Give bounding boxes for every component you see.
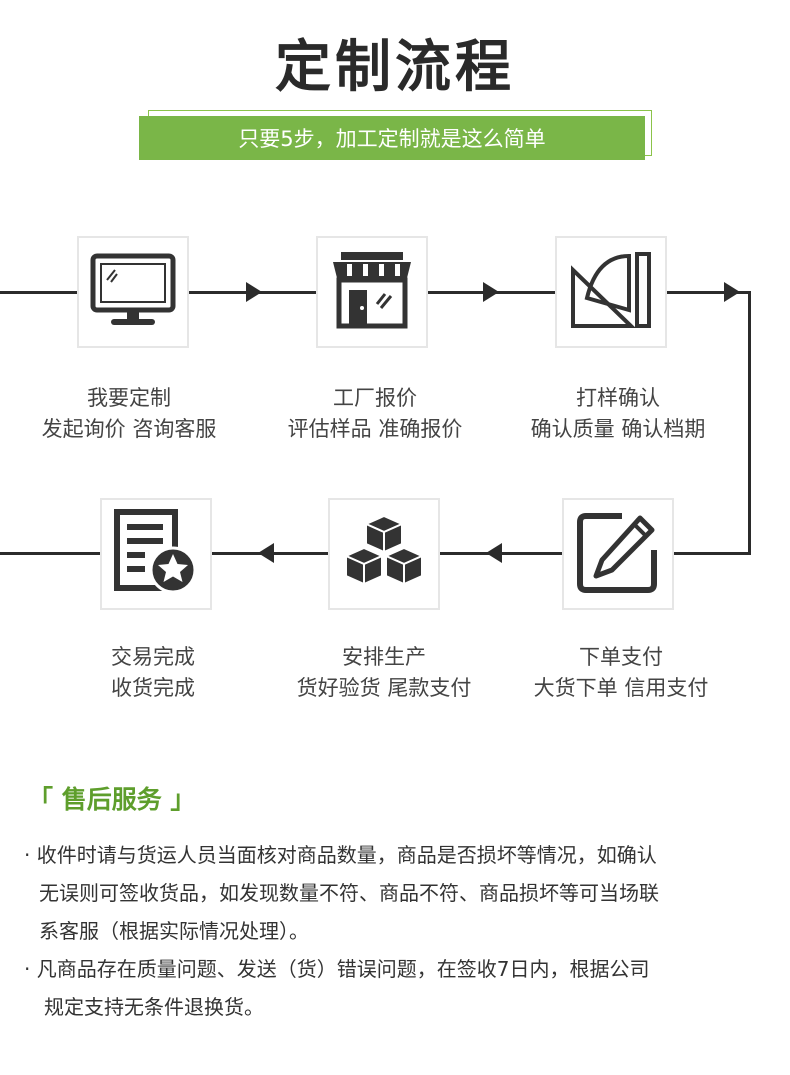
edit-icon [576,510,660,598]
step-caption-3: 打样确认 确认质量 确认档期 [503,383,733,445]
step-box-6 [100,498,212,610]
sample-icon [567,250,655,334]
step-caption-1: 我要定制 发起询价 咨询客服 [14,383,244,445]
arrow-right-icon [483,282,499,302]
step-box-3 [555,236,667,348]
step-caption-2: 工厂报价 评估样品 准确报价 [260,383,490,445]
shop-icon [327,250,417,334]
document-star-icon [111,508,201,600]
monitor-icon [89,250,177,334]
after-sales-item-2: · 凡商品存在质量问题、发送（货）错误问题，在签收7日内，根据公司 规定支持无条… [24,950,649,1026]
step-caption-4: 下单支付 大货下单 信用支付 [506,642,736,704]
step-title: 我要定制 [87,386,171,410]
paragraph-line: · 收件时请与货运人员当面核对商品数量，商品是否损坏等情况，如确认 [24,843,657,867]
arrow-right-icon [246,282,262,302]
step-caption-6: 交易完成 收货完成 [38,642,268,704]
page-title: 定制流程 [275,34,515,100]
after-sales-item-1: · 收件时请与货运人员当面核对商品数量，商品是否损坏等情况，如确认 无误则可签收… [24,836,659,950]
flow-line-vertical [748,291,751,555]
step-title: 打样确认 [576,386,660,410]
step-caption-5: 安排生产 货好验货 尾款支付 [269,642,499,704]
after-sales-title: 「 售后服务 」 [28,785,196,814]
paragraph-line: 规定支持无条件退换货。 [44,995,264,1019]
paragraph-line: · 凡商品存在质量问题、发送（货）错误问题，在签收7日内，根据公司 [24,957,650,981]
arrow-left-icon [486,543,502,563]
step-box-5 [328,498,440,610]
step-title: 下单支付 [579,645,663,669]
subtitle-banner: 只要5步，加工定制就是这么简单 [139,116,645,160]
step-title: 交易完成 [111,645,195,669]
boxes-icon [340,512,428,596]
arrow-left-icon [258,543,274,563]
step-box-1 [77,236,189,348]
arrow-right-icon [724,282,740,302]
step-desc: 货好验货 尾款支付 [296,676,472,700]
step-desc: 收货完成 [111,676,195,700]
step-desc: 确认质量 确认档期 [530,417,706,441]
step-title: 工厂报价 [333,386,417,410]
paragraph-line: 无误则可签收货品，如发现数量不符、商品不符、商品损坏等可当场联 [39,881,659,905]
step-title: 安排生产 [342,645,426,669]
step-desc: 大货下单 信用支付 [533,676,709,700]
step-box-2 [316,236,428,348]
step-box-4 [562,498,674,610]
step-desc: 发起询价 咨询客服 [41,417,217,441]
step-desc: 评估样品 准确报价 [287,417,463,441]
paragraph-line: 系客服（根据实际情况处理）。 [39,919,309,943]
